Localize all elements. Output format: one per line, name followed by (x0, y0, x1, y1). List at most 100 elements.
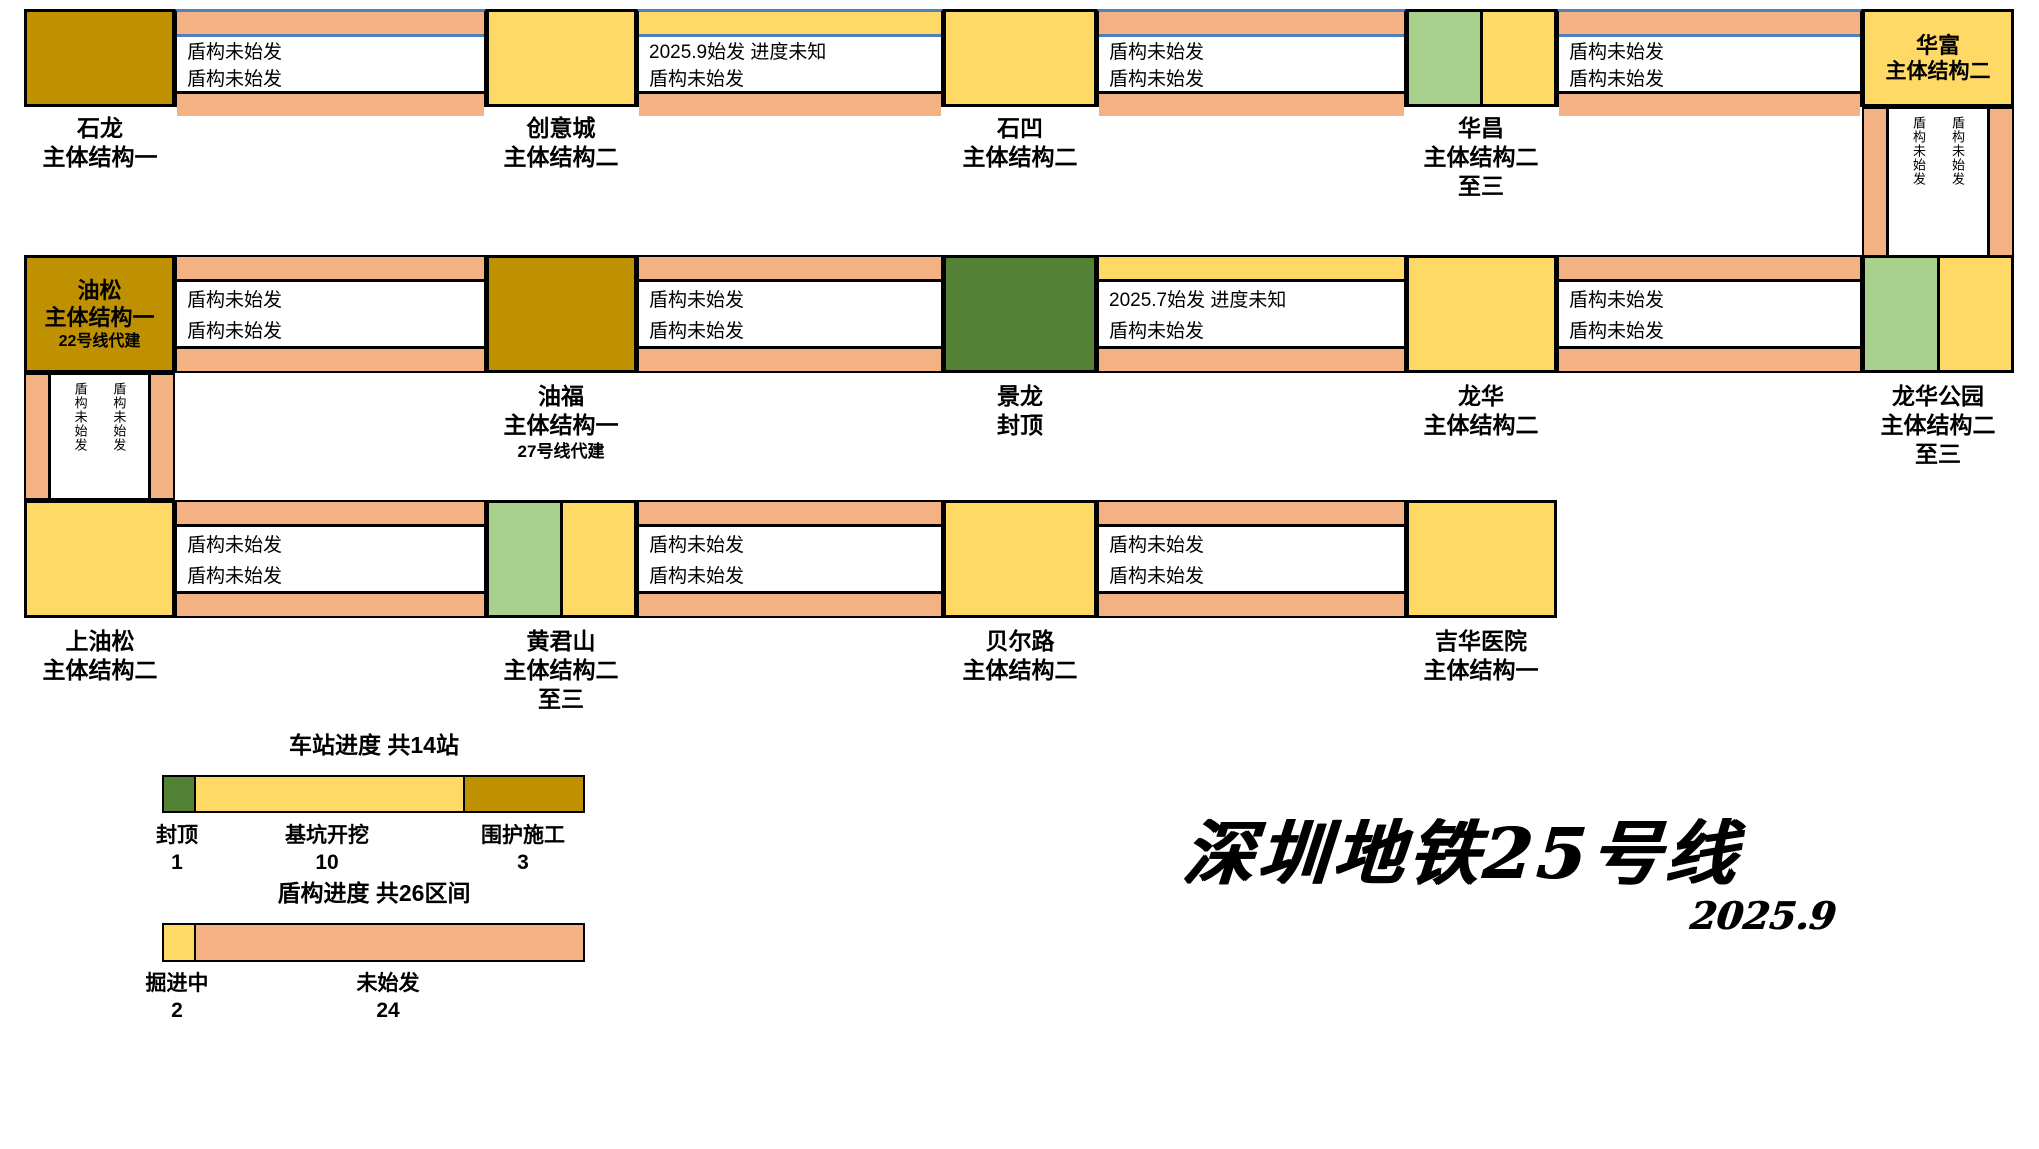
station-block-shangyousong (24, 500, 175, 618)
station-label-huangjunshan: 黄君山 主体结构二 至三 (503, 628, 619, 712)
tunnel-track-band-left (26, 375, 48, 498)
diagram-title: 深圳地铁25号线 (1180, 812, 1744, 895)
tunnel-track-status: 盾构未始发 (187, 290, 283, 312)
station-block-shiao (943, 9, 1097, 107)
tunnel-segment-yousong-shangyousong-vertical: 盾构未始发 盾构未始发 (24, 373, 175, 500)
station-block-longhua (1406, 255, 1557, 373)
tunnel-track-status: 盾构未始发 (1109, 535, 1205, 557)
station-note: 22号线代建 (58, 332, 141, 350)
tunnel-track-band-bottom (1099, 594, 1404, 616)
tunnel-track-band-right (151, 375, 173, 498)
tunnel-segment-jinglong-longhua: 2025.7始发 进度未知 盾构未始发 (1097, 255, 1406, 373)
station-name: 油松 (77, 277, 122, 303)
tunnel-track-status: 盾构未始发 (187, 565, 283, 587)
station-label-chuangyicheng: 创意城 主体结构二 (503, 115, 619, 170)
tunnel-segment-chuangyicheng-shiao: 2025.9始发 进度未知 盾构未始发 (637, 9, 943, 116)
station-label-youfu: 油福 主体结构一 27号线代建 (503, 383, 619, 461)
station-status: 主体结构二 (1885, 59, 1991, 83)
tunnel-track-status: 盾构未始发 (1109, 42, 1205, 63)
tunnel-track-status: 盾构未始发 (187, 69, 283, 90)
legend-seg-excavation (193, 777, 464, 811)
tunnel-track-band-bottom (177, 349, 484, 371)
tunnel-track-status: 盾构未始发 (649, 565, 745, 587)
tunnel-track-band-bottom (1559, 94, 1860, 116)
station-stage3-half (1865, 258, 1937, 370)
tunnel-track-status: 盾构未始发 (1109, 320, 1205, 342)
tunnel-track-status: 盾构未始发 (649, 320, 745, 342)
tunnel-segment-youfu-jinglong: 盾构未始发 盾构未始发 (637, 255, 943, 373)
tunnel-segment-huangjunshan-beierlu: 盾构未始发 盾构未始发 (637, 500, 943, 618)
legend-label-excavation: 基坑开挖 10 (285, 824, 369, 874)
station-label-jinglong: 景龙 封顶 (997, 383, 1043, 438)
station-block-huachang (1406, 9, 1557, 107)
tunnel-track-status: 盾构未始发 (187, 320, 283, 342)
tunnel-track-status: 盾构未始发 (1911, 116, 1926, 186)
tunnel-track-status: 盾构未始发 (649, 69, 745, 90)
tunnel-track-status: 盾构未始发 (1950, 116, 1965, 186)
station-label-longhuagongyuan: 龙华公园 主体结构二 至三 (1880, 383, 1996, 467)
station-block-beierlu (943, 500, 1097, 618)
tunnel-segment-yousong-youfu: 盾构未始发 盾构未始发 (175, 255, 486, 373)
station-stage2-half (1936, 258, 2011, 370)
station-block-chuangyicheng (486, 9, 637, 107)
tunnel-track-band-top (1559, 257, 1860, 282)
tunnel-track-band-bottom (639, 94, 941, 116)
station-stage3-half (489, 503, 560, 615)
legend-station-bar (162, 775, 585, 813)
tunnel-segment-beierlu-jihuayiyuan: 盾构未始发 盾构未始发 (1097, 500, 1406, 618)
tunnel-track-status: 盾构未始发 (1569, 320, 1665, 342)
legend-seg-enclosure (463, 777, 583, 811)
station-stage2-half (1480, 12, 1554, 104)
tunnel-segment-longhua-longhuagongyuan: 盾构未始发 盾构未始发 (1557, 255, 1862, 373)
legend-shield-title: 盾构进度 共26区间 (277, 880, 471, 906)
tunnel-track-status: 2025.7始发 进度未知 (1109, 290, 1287, 312)
tunnel-track-band-bottom (1559, 349, 1860, 371)
tunnel-track-status: 盾构未始发 (72, 382, 88, 452)
tunnel-track-band-top (177, 257, 484, 282)
tunnel-track-status: 盾构未始发 (649, 535, 745, 557)
legend-label-notstarted: 未始发 24 (356, 972, 420, 1022)
station-label-huachang: 华昌 主体结构二 至三 (1423, 115, 1539, 199)
legend-label-tunneling: 掘进中 2 (145, 972, 209, 1022)
tunnel-track-status: 盾构未始发 (1569, 290, 1665, 312)
station-block-jihuayiyuan (1406, 500, 1557, 618)
tunnel-segment-shiao-huachang: 盾构未始发 盾构未始发 (1097, 9, 1406, 116)
tunnel-track-band-top (1099, 502, 1404, 527)
station-block-longhuagongyuan (1862, 255, 2014, 373)
tunnel-track-status: 2025.9始发 进度未知 (649, 42, 827, 63)
tunnel-track-band-top (639, 502, 941, 527)
station-status: 主体结构一 (44, 304, 155, 330)
legend-label-capped: 封顶 1 (156, 824, 198, 874)
legend-shield-bar (162, 923, 585, 962)
station-label-shiao: 石凹 主体结构二 (962, 115, 1078, 170)
station-stage2-half (560, 503, 634, 615)
legend-seg-capped (164, 777, 194, 811)
station-stage3-half (1409, 12, 1480, 104)
station-label-shangyousong: 上油松 主体结构二 (42, 628, 158, 683)
tunnel-track-band-bottom (639, 349, 941, 371)
tunnel-track-band-top (177, 12, 484, 37)
tunnel-track-band-bottom (1099, 94, 1404, 116)
legend-seg-notstarted (193, 925, 583, 960)
tunnel-track-status: 盾构未始发 (111, 382, 127, 452)
tunnel-track-band-bottom (177, 94, 484, 116)
station-block-huangjunshan (486, 500, 637, 618)
tunnel-track-band-bottom (1099, 349, 1404, 371)
legend-station-title: 车站进度 共14站 (289, 732, 459, 758)
station-label-shilong: 石龙 主体结构一 (42, 115, 158, 170)
tunnel-track-status: 盾构未始发 (649, 290, 745, 312)
tunnel-track-band-top (1099, 257, 1404, 282)
diagram-date: 2025.9 (1687, 893, 1839, 938)
station-name: 华富 (1915, 32, 1960, 58)
tunnel-track-band-top (177, 502, 484, 527)
tunnel-track-band-left (1864, 109, 1886, 255)
station-block-jinglong (943, 255, 1097, 373)
tunnel-track-status: 盾构未始发 (187, 535, 283, 557)
tunnel-track-band-top (639, 257, 941, 282)
tunnel-track-band-top (639, 12, 941, 37)
station-label-jihuayiyuan: 吉华医院 主体结构一 (1423, 628, 1539, 683)
tunnel-track-band-bottom (177, 594, 484, 616)
station-label-longhua: 龙华 主体结构二 (1423, 383, 1539, 438)
tunnel-track-band-bottom (639, 594, 941, 616)
